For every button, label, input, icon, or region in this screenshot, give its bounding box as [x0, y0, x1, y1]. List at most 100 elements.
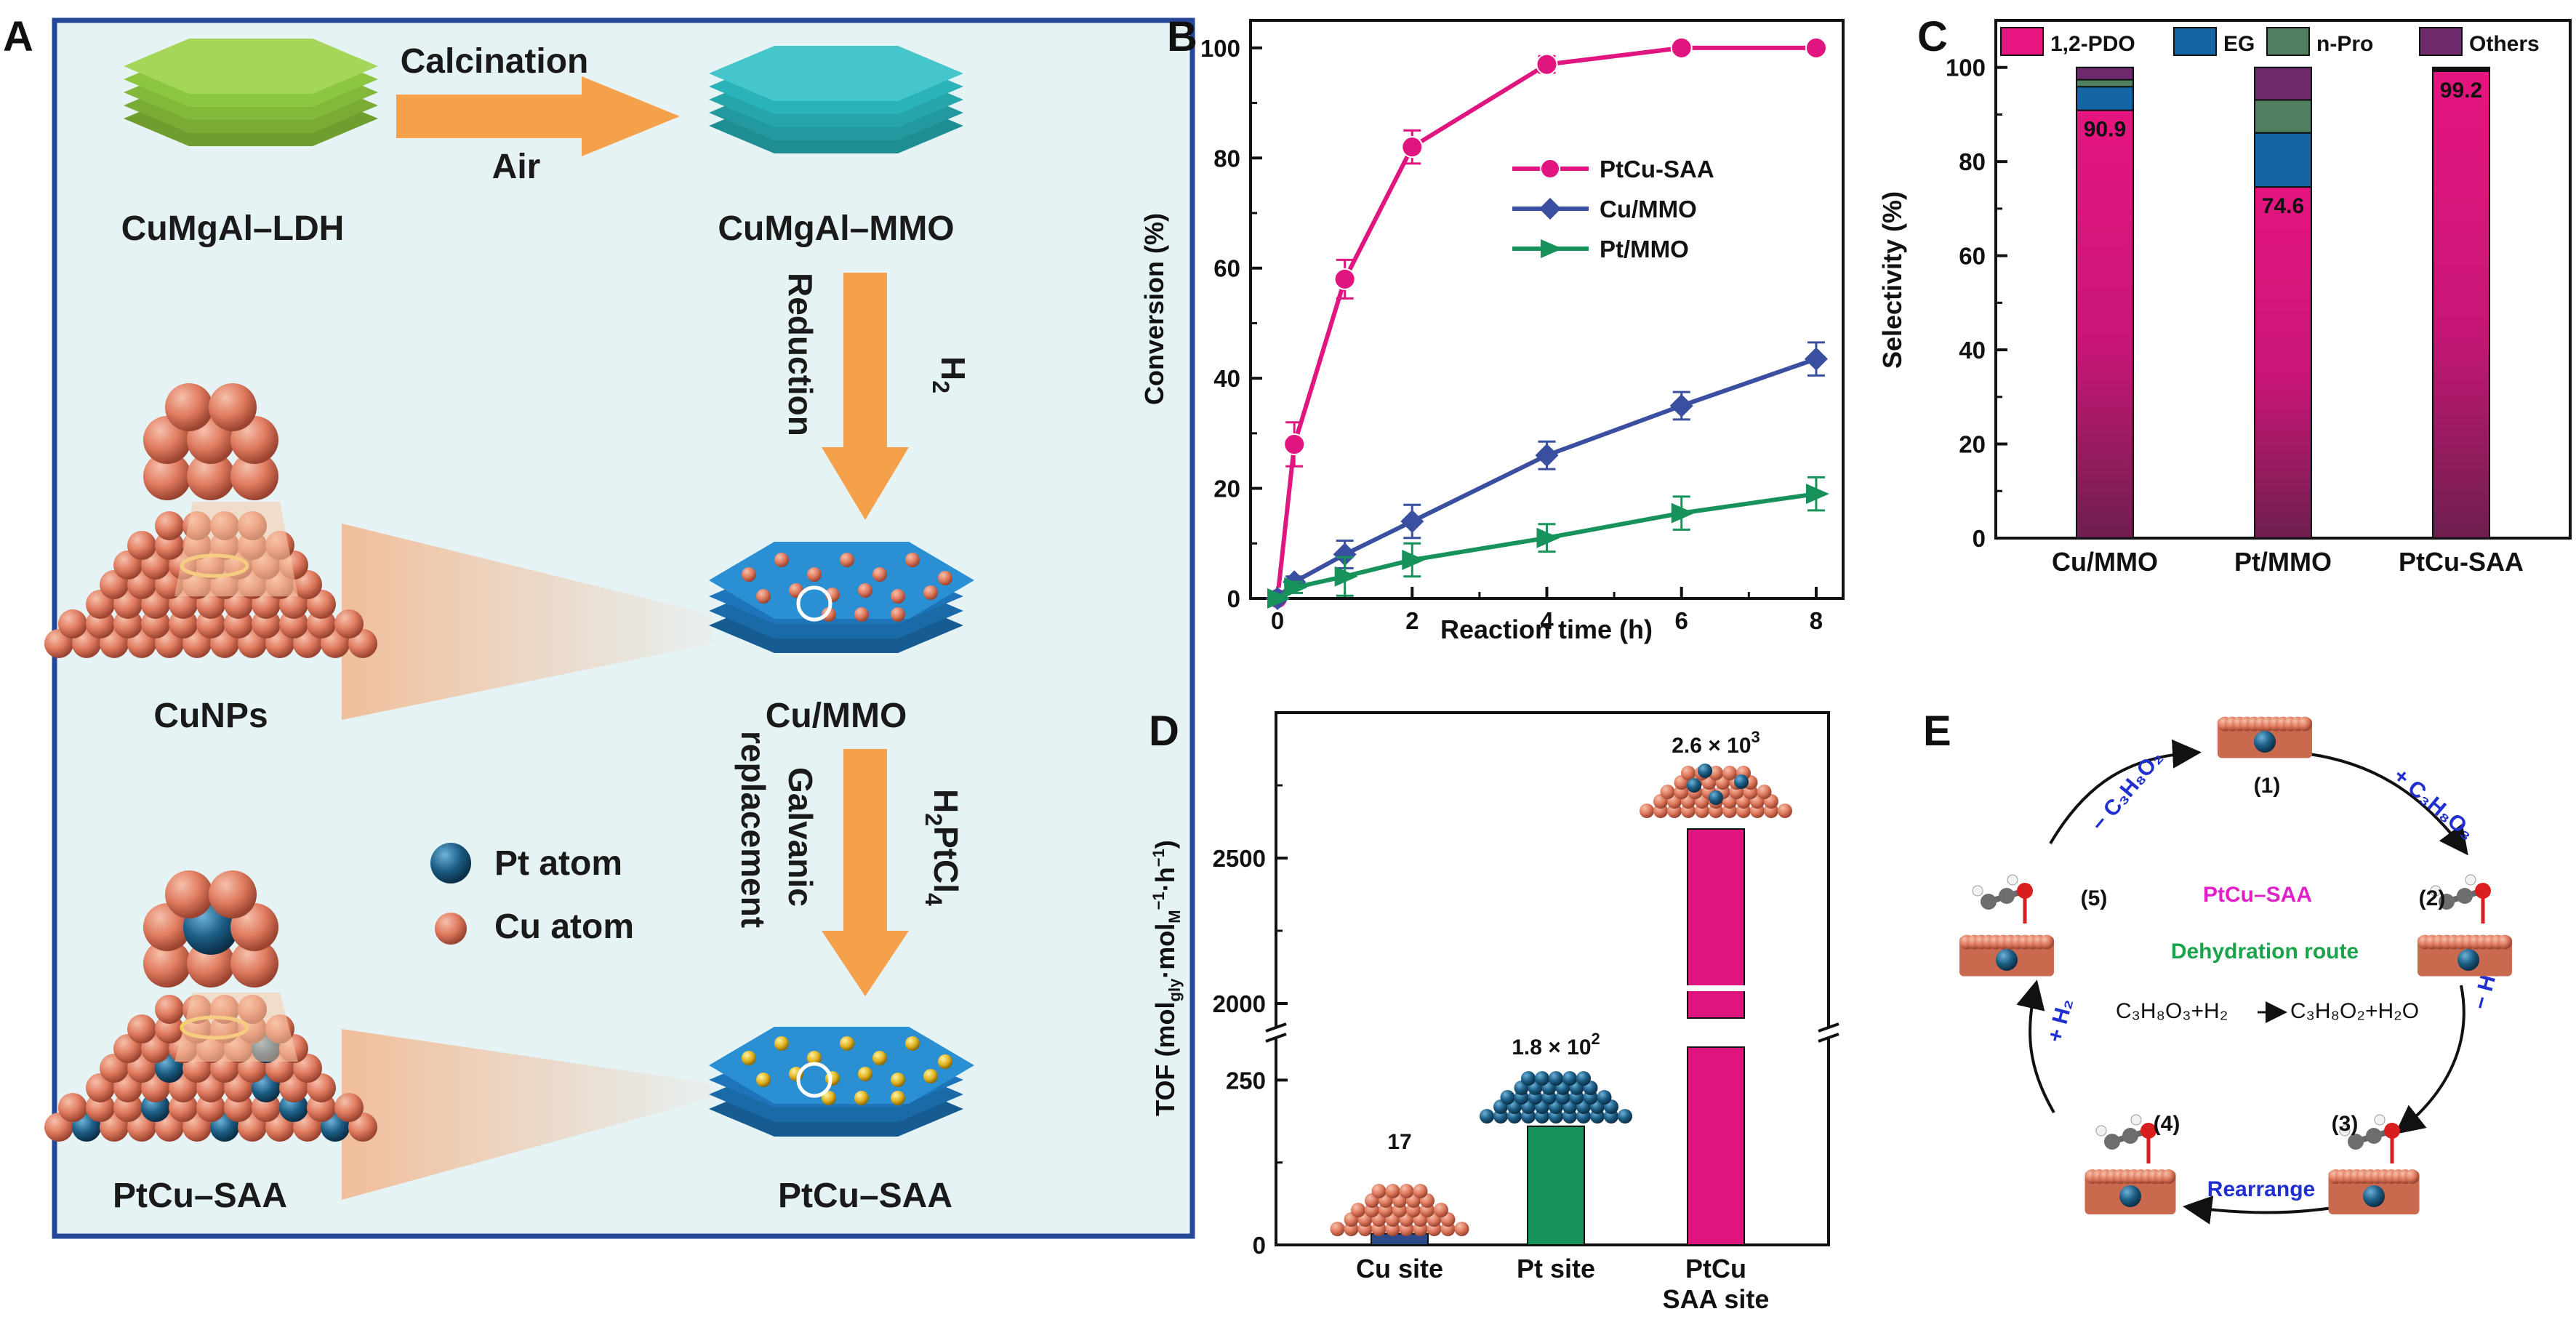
svg-text:H2PtCl4: H2PtCl4 [920, 789, 965, 906]
saa-site-atom [1681, 766, 1696, 780]
zoom-cone-top [174, 502, 298, 596]
label-replacement: replacement [734, 731, 772, 928]
pt-site-atom [1500, 1090, 1515, 1105]
b-xtick-label: 8 [1810, 607, 1823, 634]
saa-pt-atom [1734, 774, 1749, 789]
c-data-label: 90.9 [2084, 118, 2126, 142]
d-ylabel-a: TOF (mol [1150, 1001, 1180, 1115]
cu-atom [209, 383, 257, 431]
cycle-arrow-3-4 [2183, 1195, 2338, 1225]
d-data-label-base: 1.8 × 10 [1512, 1035, 1591, 1059]
label-ptcu-saa-right: PtCu–SAA [778, 1177, 952, 1215]
label-calcination: Calcination [401, 42, 589, 81]
b-point [1400, 510, 1424, 533]
cu-atom [334, 609, 364, 638]
ptcu-dot [742, 1051, 756, 1065]
cycle-arrow-4-5 [2016, 980, 2055, 1114]
cu-site-atom [1371, 1184, 1387, 1198]
mmo-stack-icon [709, 46, 963, 153]
molecule-hydrogen [2430, 885, 2441, 897]
svg-text:TOF (molgly·molM−1·h−1): TOF (molgly·molM−1·h−1) [1149, 840, 1184, 1116]
molecule-carbon [2439, 894, 2455, 910]
svg-text:H2: H2 [928, 356, 972, 393]
cycle-arrow-2-3 [2394, 985, 2465, 1134]
surface-pt-atom [2363, 1185, 2385, 1207]
calcination-arrow-icon [396, 76, 680, 156]
d-ylabel-c: ·mol [1150, 924, 1180, 979]
molecule-hydrogen [2339, 1125, 2351, 1137]
step-label-5: (5) [2081, 886, 2108, 910]
c-bar-segment [2432, 70, 2490, 539]
d-data-label: 17 [1387, 1130, 1411, 1154]
pt-site-atom [1535, 1071, 1549, 1086]
zoom-cone-bottom [174, 993, 298, 1062]
ptcu-saa-cluster-icon [143, 870, 278, 988]
cu-site-atom [1434, 1203, 1448, 1217]
ptcu-dot [891, 1091, 905, 1105]
c-xtick-label: Cu/MMO [2052, 547, 2158, 577]
pt-atom-icon [430, 843, 471, 884]
cu-dot [905, 553, 920, 567]
cu-site-atom [1454, 1222, 1469, 1236]
pt-site-atom [1576, 1071, 1591, 1086]
arrow-text-add-glycerol: + C₃H₈O₃ [2389, 764, 2479, 845]
b-point [1267, 588, 1291, 609]
d-bar [1371, 1233, 1429, 1246]
d-xtick-label: Pt site [1517, 1254, 1595, 1283]
molecule-carbon [2457, 888, 2473, 904]
b-xtick-label: 2 [1405, 607, 1419, 634]
molecule-hydrogen [1972, 885, 1983, 897]
d-xtick-label: Cu site [1356, 1254, 1443, 1283]
cu-atom [127, 1014, 156, 1043]
b-point [1805, 36, 1827, 59]
surface-pt-atom [2254, 731, 2276, 753]
cu-atom [334, 1093, 364, 1122]
cu-atom [165, 383, 213, 431]
panel-label-a: A [3, 13, 33, 60]
c-xtick-label: PtCu-SAA [2399, 547, 2524, 577]
c-ytick-label: 60 [1959, 243, 1986, 270]
b-ytick-label: 100 [1200, 35, 1240, 62]
label-cu-mmo-a: Cu/MMO [766, 697, 907, 735]
chart-d-ylabel: TOF (molgly·molM−1·h−1) [1149, 840, 1184, 1116]
chart-b-series [1266, 36, 1829, 610]
center-route: Dehydration route [2171, 940, 2359, 964]
b-ytick-label: 80 [1213, 145, 1240, 172]
saa-site-atom [1660, 785, 1675, 799]
cu-dot [854, 607, 869, 622]
cycle-arrow-5-1 [2049, 739, 2202, 845]
c-bar-segment [2254, 186, 2312, 539]
ptcu-dot [840, 1036, 854, 1051]
center-title: PtCu–SAA [2203, 883, 2312, 907]
zoom-ring-saa [796, 1062, 832, 1098]
step-label-1: (1) [2254, 774, 2281, 798]
b-point [1334, 566, 1358, 587]
b-point [1540, 159, 1560, 179]
d-xtick-label: SAA site [1663, 1284, 1770, 1314]
chart-b-frame [1249, 19, 1845, 600]
arrow-text-add-h2: + H₂ [2043, 995, 2078, 1044]
d-ytick-label: 2000 [1213, 990, 1266, 1017]
d-break-mark [1818, 1022, 1839, 1033]
c-ytick-label: 20 [1959, 431, 1986, 458]
d-bar-break [1686, 985, 1746, 991]
cu-dot [807, 567, 822, 582]
surface-cu-atom [2497, 934, 2512, 950]
chart-b-ylabel: Conversion (%) [1139, 213, 1169, 405]
panel-label-e: E [1923, 708, 1951, 755]
d-ylabel-g: −1 [1149, 849, 1168, 867]
cu-atom [230, 940, 278, 988]
panel-e: E − C₃H₈O₂ + C₃H₈O₃ − H₂O Rearrange + H₂… [1923, 708, 2512, 1225]
d-break-mark [1265, 1022, 1287, 1033]
b-point [1333, 268, 1356, 290]
cycle-arrow-1-2 [2297, 751, 2468, 856]
cu-site-atom [1385, 1184, 1400, 1198]
step-label-2: (2) [2419, 886, 2446, 910]
galvanic-arrow-icon [822, 749, 909, 996]
cu-dot [891, 607, 905, 622]
saa-pt-atom [1698, 764, 1712, 778]
cu-dot [756, 589, 771, 604]
